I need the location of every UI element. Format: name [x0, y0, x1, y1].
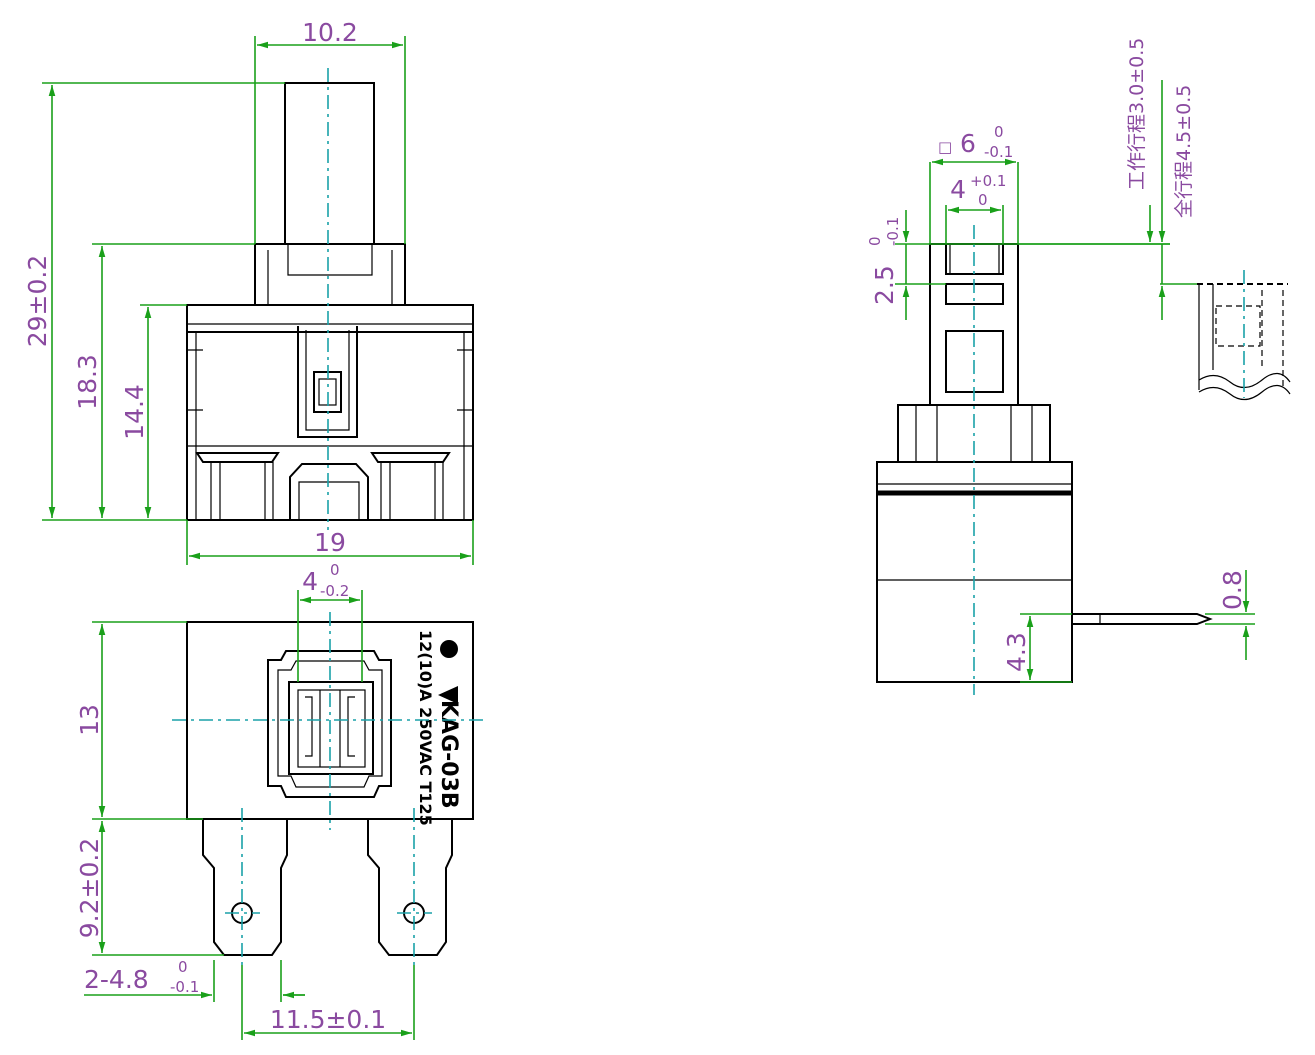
- dim-tab-height: 4.3: [1002, 632, 1031, 672]
- dim-top-height: 2.5: [870, 265, 899, 305]
- dim-terminal-width-sup: 0: [178, 958, 188, 976]
- dim-top-height-sub: -0.1: [884, 217, 902, 246]
- full-travel: 全行程4.5±0.5: [1173, 85, 1195, 218]
- working-travel: 工作行程3.0±0.5: [1126, 38, 1148, 190]
- marking-ratings: 12(10)A 250VAC T125: [416, 630, 435, 826]
- dim-plunger-square-sub: -0.1: [984, 143, 1013, 161]
- dim-terminal-length: 9.2±0.2: [75, 838, 104, 938]
- dim-inner-width: 4: [950, 175, 966, 204]
- travel-detail: [1197, 270, 1291, 401]
- dim-plunger-square-sup: 0: [994, 123, 1004, 141]
- cert-mark-icon: [440, 640, 458, 658]
- bottom-view: 12(10)A 250VAC T125 KAG-03B 4 0 -0.2 13 …: [75, 561, 487, 1040]
- dim-inner-width-sup: +0.1: [970, 172, 1006, 190]
- dim-total-height: 29±0.2: [23, 255, 52, 348]
- side-view: □ 6 0 -0.1 4 +0.1 0 2.5 0 -0.1 工作行程3.0±0…: [866, 38, 1291, 695]
- dim-top-height-sup: 0: [866, 236, 884, 246]
- dim-plunger-square: 6: [960, 129, 976, 158]
- dim-terminal-width: 2-4.8: [84, 965, 149, 994]
- dim-inner-width-sub: 0: [978, 191, 988, 209]
- dim-bottom-body-height: 13: [75, 704, 104, 736]
- dim-terminal-width-sub: -0.1: [170, 978, 199, 996]
- dim-hole-size: 4: [302, 567, 318, 596]
- dim-mid-height: 18.3: [73, 354, 102, 410]
- warning-triangle-icon: [438, 686, 458, 704]
- dim-plunger-width: 10.2: [302, 18, 358, 47]
- marking-model: KAG-03B: [436, 700, 461, 809]
- dim-square-symbol: □: [938, 138, 952, 156]
- dim-body-height: 14.4: [120, 384, 149, 440]
- dim-hole-sub: -0.2: [320, 582, 349, 600]
- dim-terminal-pitch: 11.5±0.1: [270, 1005, 386, 1034]
- dim-hole-sup: 0: [330, 561, 340, 579]
- dim-body-width: 19: [314, 528, 346, 557]
- dim-tab-thickness: 0.8: [1218, 570, 1247, 610]
- front-view: 10.2 29±0.2 18.3 14.4 19: [23, 18, 474, 565]
